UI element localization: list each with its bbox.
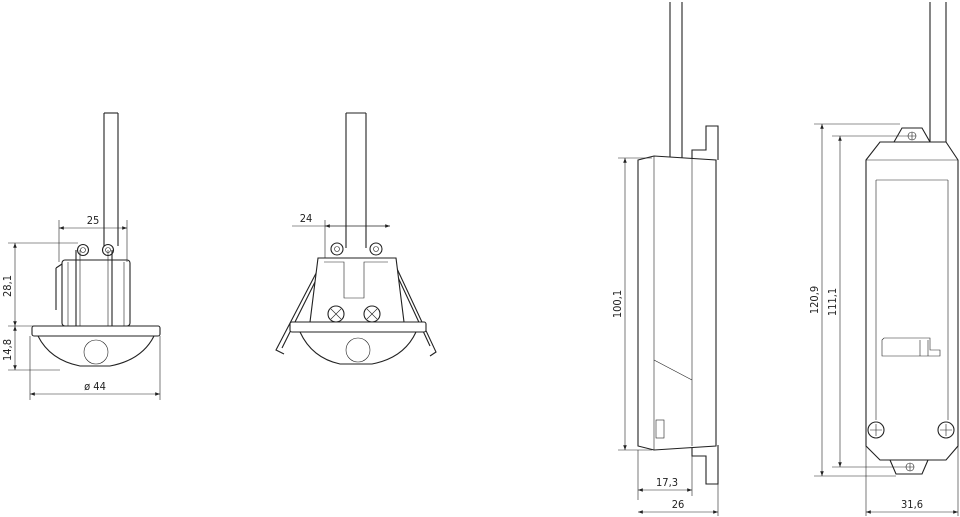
view-4-unit-front: 120,9 111,1 31,6 xyxy=(808,2,959,516)
dim-depth-label: 26 xyxy=(672,498,685,511)
view-1-sensor-side: 25 28,1 14,8 ø 44 xyxy=(1,112,161,400)
dim-width-label: 24 xyxy=(300,212,313,225)
view-3-unit-side: 100,1 17,3 26 xyxy=(611,2,719,516)
dim-height-top-label: 28,1 xyxy=(1,275,14,297)
dim-width-label: 25 xyxy=(87,214,100,227)
dim-height-bottom-label: 14,8 xyxy=(1,339,14,361)
dim-diameter-label: ø 44 xyxy=(84,380,106,393)
dim-height-outer-label: 120,9 xyxy=(808,286,821,314)
dim-depth-inner-label: 17,3 xyxy=(656,476,678,489)
dim-height-label: 100,1 xyxy=(611,290,624,318)
dim-width-label: 31,6 xyxy=(901,498,923,511)
dim-height-inner-label: 111,1 xyxy=(826,288,839,316)
view-2-sensor-front: 24 xyxy=(275,112,437,365)
